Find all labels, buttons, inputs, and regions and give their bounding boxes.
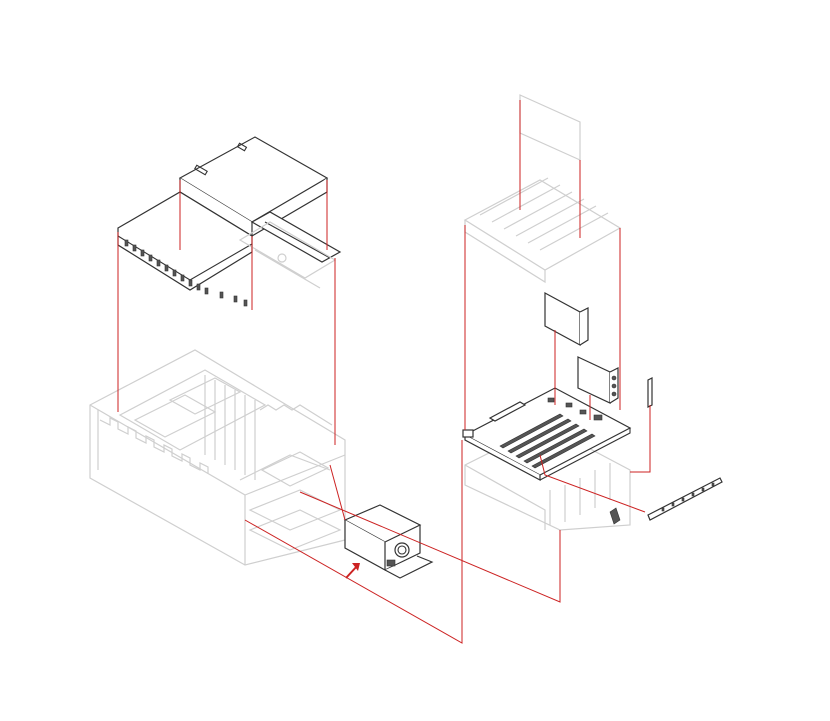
top-vent-panel (519, 94, 581, 161)
power-supply-module (343, 504, 434, 579)
retention-clip (609, 507, 621, 525)
server-chassis (89, 349, 346, 566)
expansion-card-1 (544, 291, 589, 347)
motherboard (462, 387, 632, 481)
top-cover-assembly (117, 136, 342, 307)
slot-cover-strip (647, 477, 723, 521)
expansion-card-2 (577, 356, 619, 404)
bracket-slots (124, 239, 248, 307)
top-grille (463, 177, 622, 284)
red-arrow-icon (345, 563, 360, 579)
leader-lines (117, 100, 651, 644)
slot-bracket-small (647, 377, 653, 408)
